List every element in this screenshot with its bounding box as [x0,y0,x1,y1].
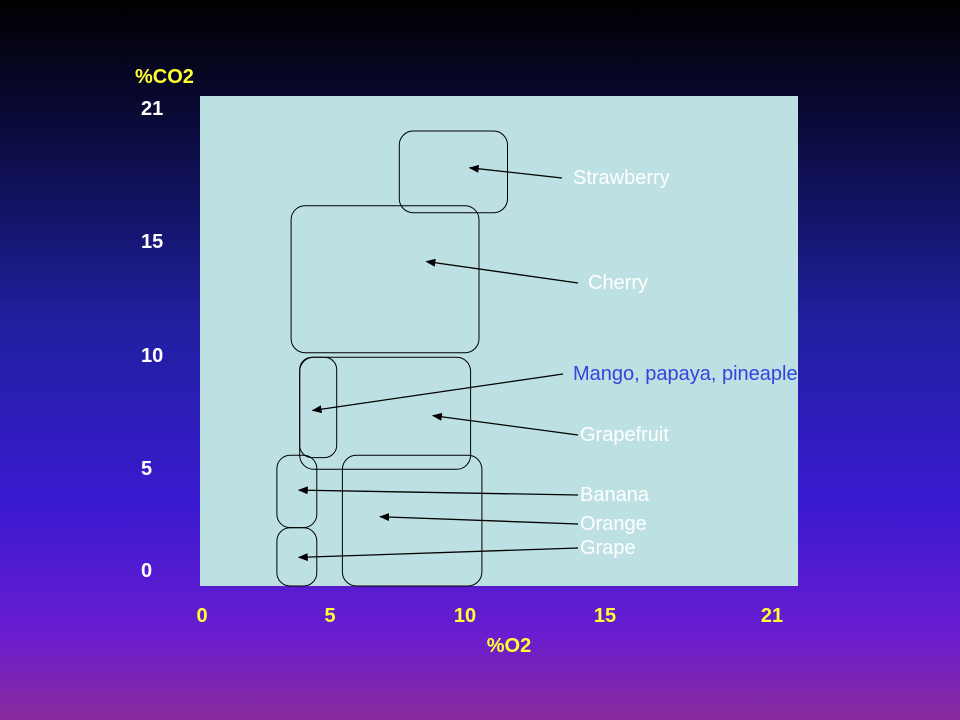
y-tick-label: 10 [141,345,163,367]
range-labels: Strawberry Cherry Mango, papaya, pineapl… [573,167,798,559]
range-label-grapefruit: Grapefruit [580,424,669,446]
y-tick-label: 5 [141,458,152,480]
range-label-strawberry: Strawberry [573,167,670,189]
range-label-mango-papaya-pineapple: Mango, papaya, pineaple [573,363,798,385]
x-axis-label: %O2 [487,635,531,657]
x-tick-label: 5 [324,605,335,627]
arrow-orange [379,513,579,525]
range-label-banana: Banana [580,484,650,506]
x-tick-label: 0 [196,605,207,627]
arrow-cherry [425,258,579,284]
y-tick-labels: 21 15 10 5 0 [141,98,163,582]
y-tick-label: 15 [141,231,163,253]
y-tick-label: 0 [141,560,152,582]
range-label-cherry: Cherry [588,272,648,294]
arrow-mango-papaya-pineaple [311,373,564,414]
range-label-orange: Orange [580,513,647,535]
y-axis-label: %CO2 [135,66,194,88]
range-box-cherry [290,205,480,354]
arrows [297,164,579,562]
arrow-grapefruit [431,412,579,436]
arrow-grape [297,547,579,562]
plot-area [200,96,798,586]
y-tick-label: 21 [141,98,163,120]
x-tick-label: 10 [454,605,476,627]
x-tick-labels: 0 5 10 15 21 [196,605,783,627]
arrow-banana [297,486,579,496]
range-label-grape: Grape [580,537,636,559]
arrow-strawberry [468,164,563,179]
x-tick-label: 15 [594,605,616,627]
x-tick-label: 21 [761,605,783,627]
range-box-grapefruit [299,356,472,470]
